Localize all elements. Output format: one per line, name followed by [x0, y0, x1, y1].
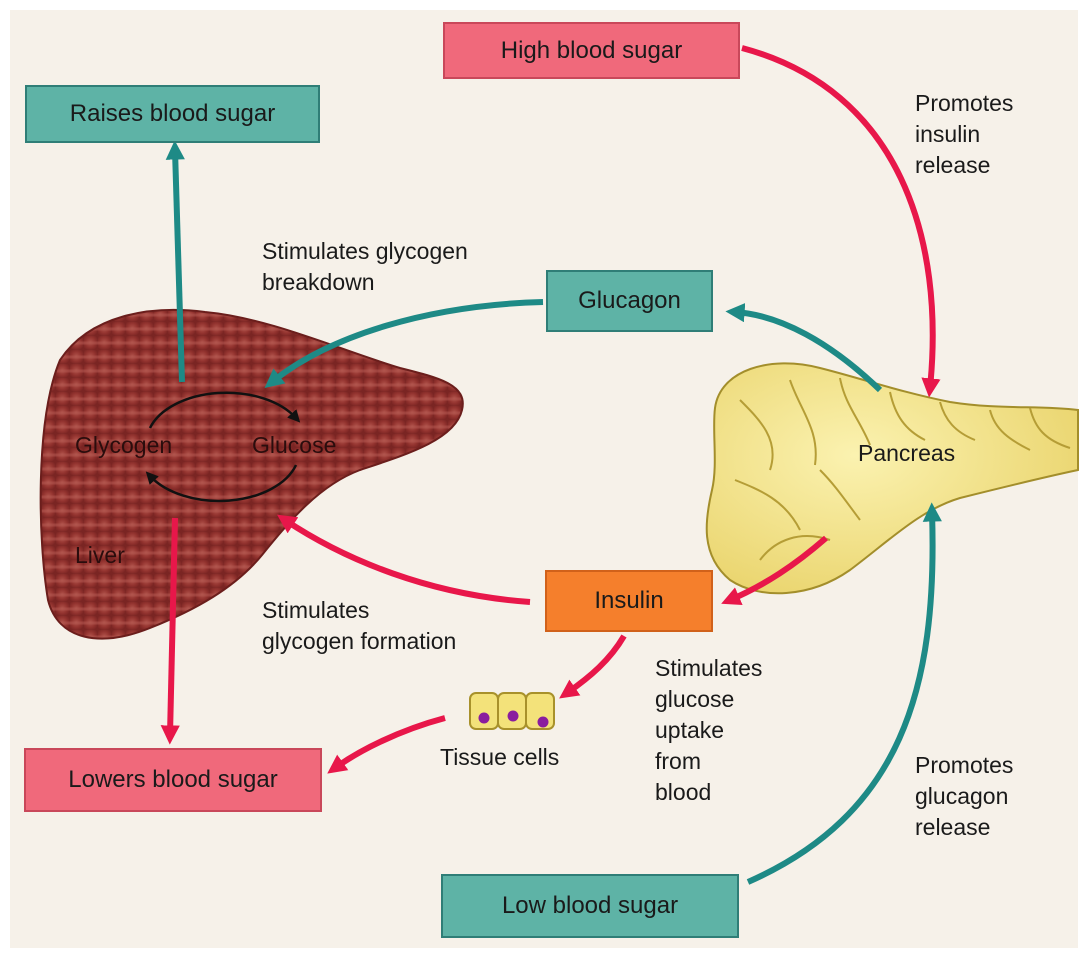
arrow-insulin-to-tissue: [567, 636, 624, 693]
label-line: release: [915, 812, 1013, 843]
label-line: Stimulates glycogen: [262, 236, 468, 267]
label-line: Promotes: [915, 750, 1013, 781]
label-line: glucose: [655, 684, 762, 715]
promotes-glucagon-release-label: Promotes glucagon release: [915, 750, 1013, 843]
liver-label: Liver: [75, 542, 125, 569]
glucose-label: Glucose: [252, 432, 336, 459]
label-line: from: [655, 746, 762, 777]
lowers-blood-sugar-box: Lowers blood sugar: [24, 748, 322, 812]
stimulates-glycogen-breakdown-label: Stimulates glycogen breakdown: [262, 236, 468, 298]
label-line: Stimulates: [262, 595, 456, 626]
raises-blood-sugar-box: Raises blood sugar: [25, 85, 320, 143]
label-line: Promotes: [915, 88, 1013, 119]
glycogen-label: Glycogen: [75, 432, 172, 459]
label-line: insulin: [915, 119, 1013, 150]
arrow-high-sugar-to-pancreas: [742, 48, 933, 388]
stimulates-glycogen-formation-label: Stimulates glycogen formation: [262, 595, 456, 657]
promotes-insulin-release-label: Promotes insulin release: [915, 88, 1013, 181]
liver-shape: [41, 310, 463, 639]
label-line: Stimulates: [655, 653, 762, 684]
arrow-insulin-to-liver: [285, 520, 530, 602]
stimulates-glucose-uptake-label: Stimulates glucose uptake from blood: [655, 653, 762, 808]
label-line: glycogen formation: [262, 626, 456, 657]
label-line: glucagon: [915, 781, 1013, 812]
arrow-tissue-to-lowers: [335, 718, 445, 768]
pancreas-label: Pancreas: [858, 440, 955, 467]
glucagon-box: Glucagon: [546, 270, 713, 332]
label-line: blood: [655, 777, 762, 808]
insulin-box: Insulin: [545, 570, 713, 632]
tissue-cells-label: Tissue cells: [440, 742, 559, 773]
tissue-cells-shape: [470, 693, 554, 729]
pancreas-shape: [707, 363, 1078, 593]
high-blood-sugar-box: High blood sugar: [443, 22, 740, 79]
low-blood-sugar-box: Low blood sugar: [441, 874, 739, 938]
label-line: release: [915, 150, 1013, 181]
label-line: uptake: [655, 715, 762, 746]
label-line: breakdown: [262, 267, 468, 298]
